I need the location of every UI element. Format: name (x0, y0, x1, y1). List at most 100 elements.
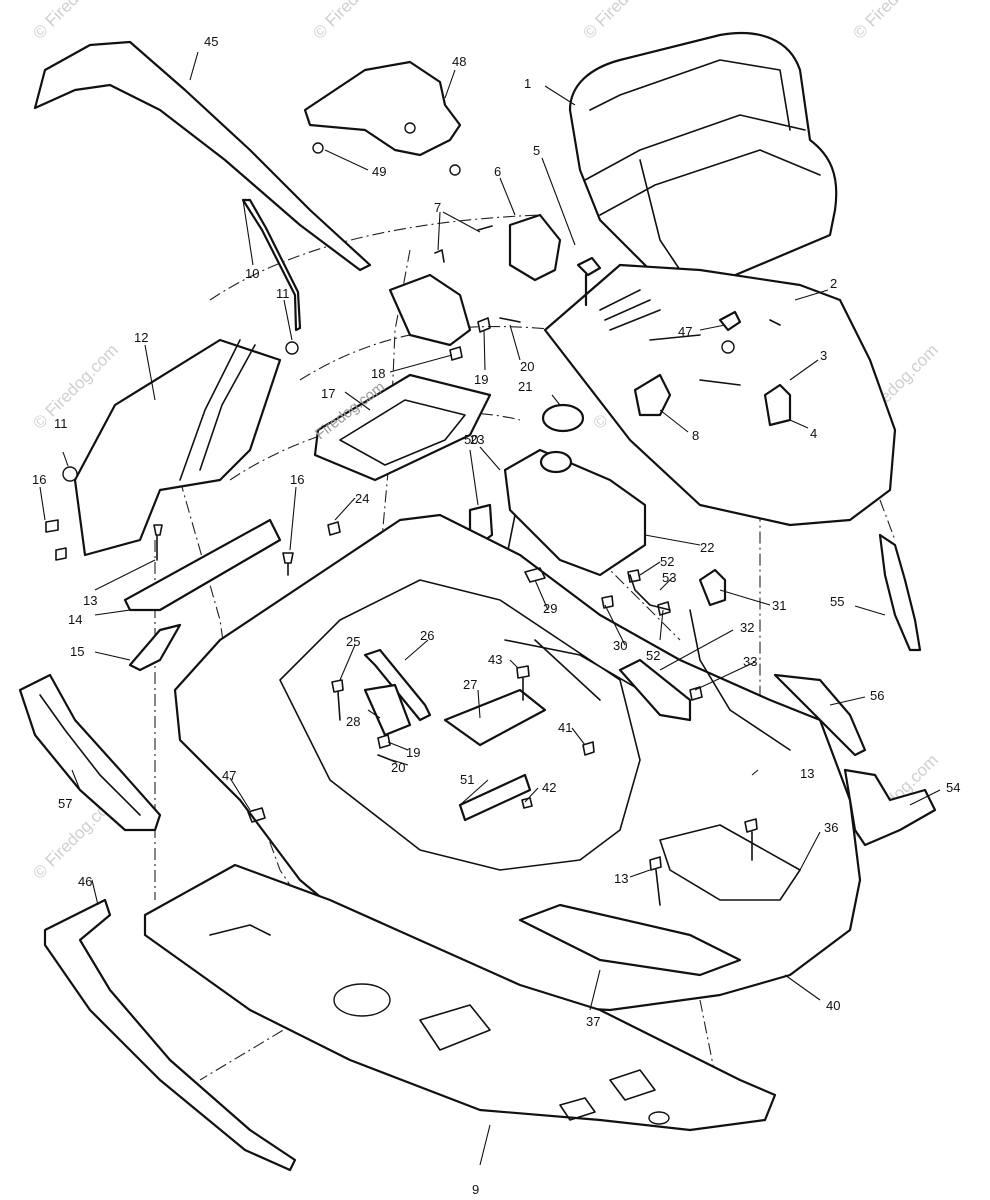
part-7-bolt (434, 225, 493, 263)
callout-20: 20 (520, 359, 534, 374)
washer (721, 340, 735, 354)
part-12-frame (73, 338, 282, 557)
callout-20: 20 (391, 760, 405, 775)
watermark: © Firedog.com (579, 0, 671, 43)
callout-30: 30 (613, 638, 627, 653)
callout-11: 11 (54, 416, 68, 431)
watermark: © Firedog.com (29, 0, 121, 43)
callout-28: 28 (346, 714, 360, 729)
part-32-panel (618, 658, 692, 722)
bolt-hole (404, 122, 416, 134)
callout-32: 32 (740, 620, 754, 635)
part-24-bolt (327, 521, 341, 536)
part-51-bracket (458, 773, 532, 822)
callout-11: 11 (276, 286, 290, 301)
callout-13: 13 (83, 593, 97, 608)
part-6-bracket (388, 273, 472, 347)
part-11-nut (285, 341, 299, 355)
watermark: © Firedog.com (309, 0, 401, 43)
part-6-bracket-upper (508, 213, 562, 282)
callout-37: 37 (586, 1014, 600, 1029)
callout-46: 46 (78, 874, 92, 889)
part-5-bolt (576, 256, 602, 307)
part-30-clip (601, 595, 614, 609)
callout-54: 54 (946, 780, 960, 795)
part-28-bracket (363, 683, 412, 737)
callout-57: 57 (58, 796, 72, 811)
part-1-seat (568, 31, 838, 297)
part-41-bolt (582, 741, 595, 756)
callout-40: 40 (826, 998, 840, 1013)
part-49-nut (312, 142, 324, 154)
part-8-knob (633, 373, 672, 417)
part-53-hose (629, 574, 671, 611)
callout-26: 26 (420, 628, 434, 643)
callout-4: 4 (810, 426, 817, 441)
part-15-pad (128, 623, 182, 672)
callout-27: 27 (463, 677, 477, 692)
part-27-plate (443, 688, 547, 747)
callout-31: 31 (772, 598, 786, 613)
callout-52: 52 (660, 554, 674, 569)
callout-23: 23 (470, 432, 484, 447)
callout-42: 42 (542, 780, 556, 795)
part-16-bolt (45, 519, 67, 561)
part-14-bracket (123, 518, 282, 612)
callout-8: 8 (692, 428, 699, 443)
part-56-panel (773, 673, 867, 757)
callout-10: 10 (245, 266, 259, 281)
part-bottom-deck (143, 863, 777, 1132)
part-37-floor-pan (518, 903, 742, 977)
deck-hole (333, 983, 391, 1017)
callout-48: 48 (452, 54, 466, 69)
callout-29: 29 (543, 601, 557, 616)
callout-2: 2 (830, 276, 837, 291)
part-2-seat-pan (543, 263, 897, 527)
part-12-tube (179, 339, 256, 481)
callout-1: 1 (524, 76, 531, 91)
part-54-panel (843, 768, 937, 847)
seat-pan-slots (599, 289, 781, 386)
callout-41: 41 (558, 720, 572, 735)
callout-36: 36 (824, 820, 838, 835)
callout-45: 45 (204, 34, 218, 49)
part-10-rod (241, 198, 302, 332)
part-19-washer (377, 317, 491, 749)
part-13-bolt (649, 856, 662, 906)
callout-47: 47 (222, 768, 236, 783)
part-55-panel (878, 533, 922, 652)
part-26-bracket (363, 648, 432, 722)
part-29-washer (524, 567, 546, 583)
callout-12: 12 (134, 330, 148, 345)
part-18-nut (449, 346, 463, 361)
callout-49: 49 (372, 164, 386, 179)
callout-19: 19 (474, 372, 488, 387)
callout-17: 17 (321, 386, 335, 401)
callout-6: 6 (494, 164, 501, 179)
part-25-bolt (331, 679, 344, 721)
wire (689, 609, 791, 751)
callout-partial: 9 (472, 1182, 479, 1197)
part-46-rail (43, 898, 297, 1172)
callout-16: 16 (290, 472, 304, 487)
part-57-tray (18, 673, 162, 832)
part-40-inner (279, 579, 641, 871)
callout-21: 21 (518, 379, 532, 394)
callout-25: 25 (346, 634, 360, 649)
part-13-bolt (153, 524, 163, 561)
part-31-switch (698, 568, 727, 607)
callout-19: 19 (406, 745, 420, 760)
callout-24: 24 (355, 491, 369, 506)
part-21-cap (541, 403, 585, 433)
callout-18: 18 (371, 366, 385, 381)
callout-55: 55 (830, 594, 844, 609)
callout-16: 16 (32, 472, 46, 487)
part-45-hood-strip (33, 40, 372, 272)
part-13-bolt (744, 818, 758, 861)
callout-50: 50 (464, 432, 478, 447)
part-16-bolt (282, 552, 294, 576)
callout-47: 47 (678, 324, 692, 339)
callout-7: 7 (434, 200, 441, 215)
